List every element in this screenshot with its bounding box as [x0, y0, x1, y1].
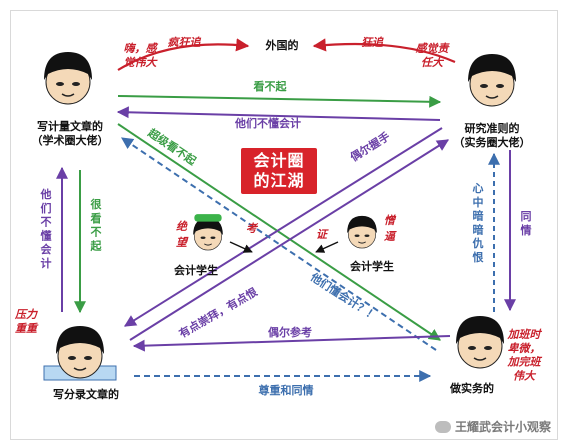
arrow-tr-to-tl: [116, 106, 441, 121]
arrow-tr-to-bl: [123, 127, 443, 327]
student-left-feel-1: 绝: [176, 220, 188, 233]
center-title-box: 会计圈 的江湖: [241, 148, 317, 194]
tr-feeling: 感觉责任大: [416, 42, 451, 69]
student-right-feel-2: 逼: [384, 230, 397, 243]
tl-feeling: 嗨，感觉伟大: [124, 42, 159, 69]
edge-bl-to-tl: 他们不懂会计: [40, 187, 53, 270]
student-right-feel-1: 憎: [384, 214, 397, 227]
arrow-tr-to-foreign: [312, 38, 456, 64]
arrow-tl-to-br: [117, 123, 441, 341]
arrow-tl-to-tr: [117, 95, 442, 108]
center-title-line-1: 会计圈: [253, 151, 305, 170]
meme-face-icon: [346, 215, 378, 249]
student-left-label: 会计学生: [174, 263, 218, 277]
student-left-feel-2: 望: [176, 236, 189, 249]
tl-role: 写计量文章的（学术圈大佬）: [32, 119, 109, 147]
watermark-text: 王耀武会计小观察: [454, 420, 551, 434]
edge-tr-to-tl: 他们不懂会计: [234, 116, 301, 130]
student-right-label: 会计学生: [350, 259, 394, 273]
wechat-icon: [434, 420, 451, 433]
edge-tl-to-tr: 看不起: [254, 79, 288, 93]
arrow-br-to-tl: [121, 137, 437, 351]
watermark: 王耀武会计小观察: [434, 418, 551, 435]
arrow-student-right: [315, 241, 339, 253]
arrow-bl-to-tr: [129, 139, 450, 341]
edge-tr-to-bl-occasional: 偶尔参考: [268, 325, 312, 339]
student-right-feel-3: 证: [316, 228, 329, 241]
bl-role: 写分录文章的: [53, 387, 119, 401]
edge-bl-to-br: 尊重和同情: [259, 383, 314, 397]
edge-br-to-tr: 心中暗暗仇恨: [473, 182, 485, 264]
edge-tr-foreign: 狂追: [361, 36, 384, 49]
meme-face-icon: [455, 315, 505, 369]
meme-face-icon: [192, 214, 224, 251]
meme-face-icon: [43, 51, 93, 105]
edge-br-to-tl: 他们懂会计？！: [307, 269, 380, 323]
edge-pressure: 压力重重: [14, 308, 39, 335]
edge-tl-to-bl: 很看不起: [90, 197, 103, 252]
arrow-tr-to-bl-occasional: [132, 335, 451, 352]
meme-face-icon: [43, 325, 117, 381]
tr-role: 研究准则的（实务圈大佬）: [454, 121, 531, 149]
student-left-feel-3: 考: [246, 222, 259, 235]
edge-overtime: 加班时卑微，加完班伟大: [507, 328, 543, 382]
arrow-student-left: [229, 241, 253, 253]
meme-face-icon: [467, 53, 517, 107]
center-title-line-2: 的江湖: [253, 171, 305, 190]
br-role: 做实务的: [449, 381, 494, 395]
foreign-label: 外国的: [265, 38, 299, 52]
edge-tl-foreign: 疯狂追: [168, 36, 202, 49]
edge-tr-to-br: 同情: [521, 210, 532, 237]
edge-bl-to-tr: 有点崇拜，有点恨: [176, 284, 260, 341]
arrow-tl-to-foreign: [117, 38, 250, 71]
edge-tr-to-bl: 偶尔握手: [348, 129, 393, 164]
